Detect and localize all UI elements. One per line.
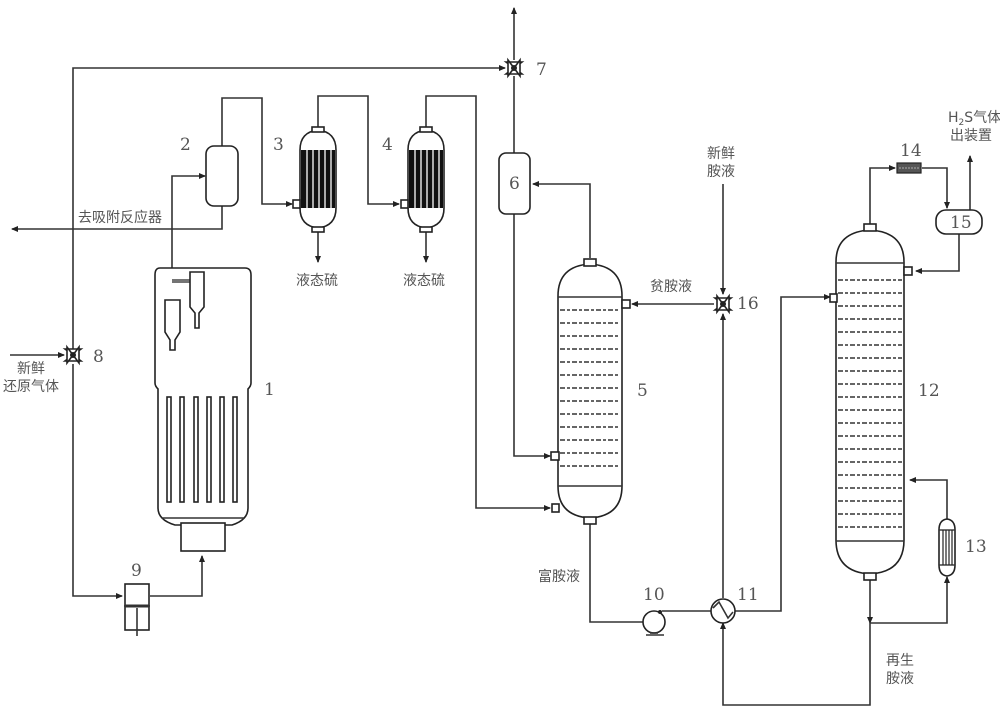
- pipes: [10, 7, 973, 706]
- label-3: 3: [273, 135, 284, 155]
- pipe-15-to-12: [915, 234, 960, 274]
- label-7: 7: [536, 60, 547, 80]
- pipe-11-to-12: [735, 294, 831, 612]
- label-to-adsorption-reactor: 去吸附反应器: [78, 209, 162, 226]
- pipe-12-to-14: [869, 165, 896, 226]
- sulfur-condenser-4: [400, 126, 445, 233]
- label-fresh-reducing-gas-2: 还原气体: [3, 379, 59, 395]
- pipe-to-adsorption-reactor: [11, 206, 223, 232]
- pipe-9-to-1: [150, 555, 205, 597]
- valve-7[interactable]: [503, 57, 525, 79]
- condenser-14: [896, 162, 922, 174]
- regenerator-column-12: [829, 223, 913, 581]
- label-6: 6: [509, 174, 520, 194]
- pipe-to-13: [870, 576, 950, 624]
- reflux-drum-15: [935, 209, 983, 235]
- reactor-1: [154, 267, 252, 552]
- valve-8[interactable]: [62, 344, 84, 366]
- label-2: 2: [180, 135, 191, 155]
- pipe-13-to-12: [909, 477, 948, 520]
- pipe-3-to-4: [317, 95, 400, 207]
- pipe-rich-amine-to-10: [589, 524, 652, 625]
- knockout-drum-6: [498, 152, 531, 215]
- label-regenerated-amine-1: 再生: [886, 653, 914, 669]
- reactor-1-base: [180, 522, 226, 552]
- valve-16[interactable]: [712, 293, 734, 315]
- label-rich-amine: 富胺液: [538, 568, 580, 585]
- label-8: 8: [93, 347, 104, 367]
- pipe-5-top-to-6: [532, 181, 591, 258]
- label-5: 5: [637, 381, 648, 401]
- compressor-9: [124, 583, 150, 636]
- pipe-regenerated-amine-to-11: [720, 622, 871, 706]
- pipe-8-to-9: [72, 364, 123, 599]
- label-liquid-sulfur-2: 液态硫: [403, 273, 445, 289]
- stream-labels: 去吸附反应器 液态硫 液态硫 新鲜 还原气体 新鲜 胺液 贫胺液 富胺液 再生 …: [3, 110, 1000, 687]
- absorber-trays: [560, 309, 620, 467]
- sulfur-condenser-3: [292, 126, 337, 233]
- label-liquid-sulfur-1: 液态硫: [296, 273, 338, 289]
- absorber-column-5: [550, 258, 631, 525]
- cyclone-2: [189, 271, 205, 329]
- cyclone-1: [164, 299, 181, 351]
- label-15: 15: [950, 213, 972, 233]
- label-4: 4: [382, 135, 393, 155]
- pipe-recycle-to-valve7: [72, 65, 506, 355]
- label-h2s-out-1: H2S气体: [948, 110, 1000, 128]
- reboiler-13: [938, 518, 956, 577]
- pipe-6-to-5: [513, 214, 551, 459]
- label-1: 1: [264, 380, 275, 400]
- pipe-4-to-5: [425, 95, 551, 511]
- label-fresh-amine-2: 胺液: [707, 164, 735, 180]
- pipe-2-to-3: [221, 97, 293, 207]
- regenerator-trays: [838, 279, 902, 528]
- label-regenerated-amine-2: 胺液: [886, 671, 914, 687]
- label-13: 13: [965, 537, 987, 557]
- label-12: 12: [918, 381, 940, 401]
- pump-10: [642, 610, 666, 636]
- label-16: 16: [737, 294, 759, 314]
- label-10: 10: [643, 585, 665, 605]
- separator-2: [205, 145, 239, 207]
- label-h2s-out-2: 出装置: [950, 128, 992, 144]
- heat-exchanger-11: [710, 598, 736, 624]
- label-fresh-reducing-gas-1: 新鲜: [17, 361, 45, 377]
- label-fresh-amine-1: 新鲜: [707, 146, 735, 162]
- label-11: 11: [737, 585, 759, 605]
- pipe-1-to-2: [171, 173, 206, 280]
- label-14: 14: [900, 141, 922, 161]
- equipment-labels: 1 2 3 4 5 6 7 8 9 10 11 12 13 14 15 16: [93, 60, 987, 605]
- label-9: 9: [131, 561, 142, 581]
- pipe-14-to-15: [922, 167, 950, 209]
- label-lean-amine: 贫胺液: [650, 279, 692, 295]
